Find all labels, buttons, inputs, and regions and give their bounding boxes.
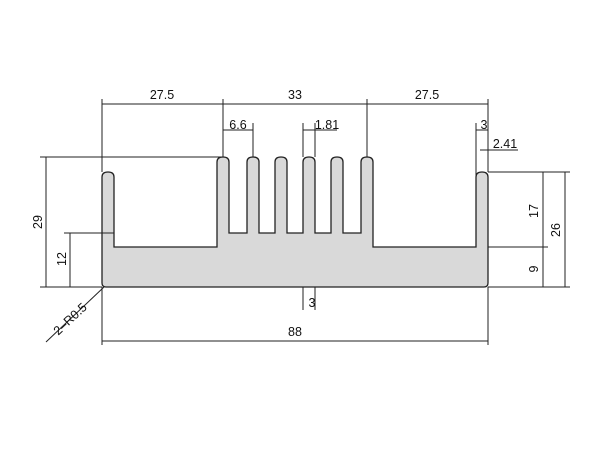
top-dimension-lines [101,99,518,180]
base-dimension-lines [302,287,316,310]
dim-overall-width: 88 [288,325,302,339]
dim-right-upper: 17 [527,204,541,218]
dim-fin-pitch: 6.6 [229,118,246,132]
dim-right-total: 26 [549,223,563,237]
dim-top-left: 27.5 [150,88,174,102]
left-dimension-lines [40,156,223,288]
dim-top-right: 27.5 [415,88,439,102]
dim-base-gap: 3 [309,296,316,310]
dim-side-wall: 3 [481,118,488,132]
bottom-dimension-lines [101,287,489,345]
corner-radius-leader [45,286,105,343]
dim-overall-height: 29 [31,215,45,229]
heatsink-profile [101,156,489,288]
dim-corner-radius: 2–R0.5 [51,300,90,338]
right-dimension-lines [488,171,570,288]
dim-side-wall-gap: 2.41 [493,137,517,151]
dim-right-lower: 9 [527,265,541,272]
dim-left-wall-height: 12 [55,252,69,266]
dim-fin-thickness: 1.81 [315,118,339,132]
dim-top-center: 33 [288,88,302,102]
